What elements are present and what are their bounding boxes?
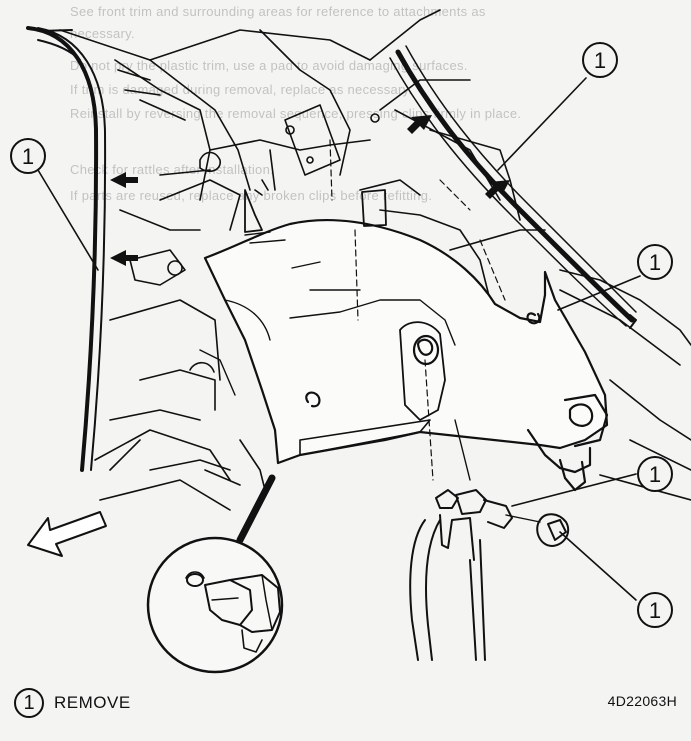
callout-1-anchor-bolt: 1 bbox=[637, 456, 673, 492]
callout-1-anchor-cover: 1 bbox=[637, 592, 673, 628]
svg-text:1: 1 bbox=[649, 598, 661, 623]
body-inner-panel bbox=[59, 29, 371, 511]
callout-1-quarter-trim: 1 bbox=[637, 244, 673, 280]
background-text-line-6: Check for rattles after installation. bbox=[70, 162, 275, 177]
quarter-trim-panel bbox=[199, 139, 609, 492]
svg-text:1: 1 bbox=[594, 48, 606, 73]
svg-text:1: 1 bbox=[649, 462, 661, 487]
background-text-line-3: Do not pry the plastic trim, use a pad t… bbox=[70, 58, 468, 73]
right-weatherstrip bbox=[389, 45, 637, 329]
arrow-right-upper bbox=[407, 115, 432, 134]
arrow-left-upper bbox=[110, 172, 138, 188]
forward-direction-arrow bbox=[27, 511, 107, 557]
seat-belt-anchor bbox=[409, 489, 570, 661]
legend-text: REMOVE bbox=[54, 693, 131, 712]
background-text-line-2: necessary. bbox=[70, 26, 135, 41]
left-weatherstrip bbox=[26, 26, 107, 472]
callout-1-right-weatherstrip: 1 bbox=[582, 42, 618, 78]
callout-leaders bbox=[37, 77, 641, 601]
arrow-left-lower bbox=[110, 250, 138, 266]
removal-arrows bbox=[110, 115, 510, 266]
legend: 1 REMOVE bbox=[14, 686, 131, 720]
background-text-line-1: See front trim and surrounding areas for… bbox=[70, 4, 486, 19]
svg-text:1: 1 bbox=[22, 144, 34, 169]
clip-detail-magnifier bbox=[146, 474, 284, 674]
legend-number-circle: 1 bbox=[14, 688, 44, 718]
arrow-right-lower bbox=[485, 180, 510, 199]
callout-1-left-weatherstrip: 1 bbox=[10, 138, 46, 174]
background-text-line-4: If trim is damaged during removal, repla… bbox=[70, 82, 413, 97]
figure-code: 4D22063H bbox=[607, 693, 677, 709]
svg-text:1: 1 bbox=[649, 250, 661, 275]
